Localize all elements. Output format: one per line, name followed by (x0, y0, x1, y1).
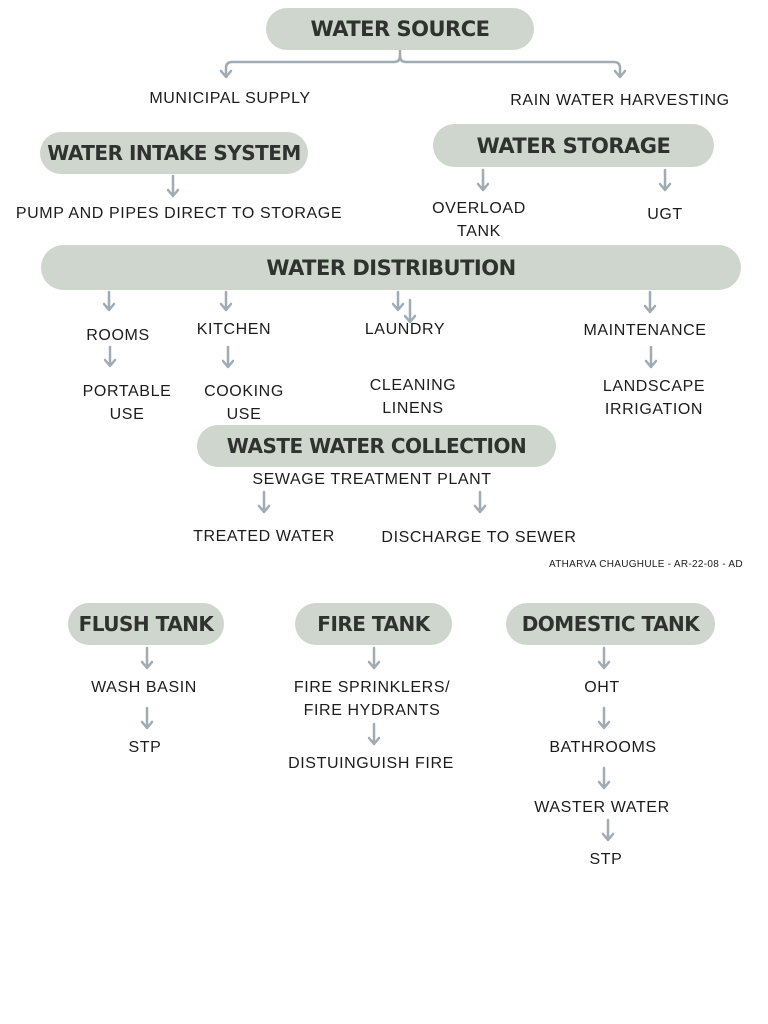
arrow (597, 766, 611, 790)
domestic-stp-label: STP (589, 851, 623, 868)
oht-label: OHT (584, 679, 620, 696)
landscape-irrigation-label: LANDSCAPE IRRIGATION (602, 378, 706, 418)
arrow (391, 290, 405, 312)
water-intake-system-node: WATER INTAKE SYSTEM (40, 132, 308, 174)
arrow (473, 490, 487, 514)
arrow (597, 646, 611, 670)
domestic-tank-node: DOMESTIC TANK (506, 603, 715, 645)
arrow (219, 290, 233, 312)
branch-connector (398, 54, 622, 78)
arrow (643, 290, 657, 314)
sewage-treatment-plant-label: SEWAGE TREATMENT PLANT (252, 471, 492, 488)
water-distribution-node: WATER DISTRIBUTION (41, 245, 741, 290)
water-source-node: WATER SOURCE (266, 8, 534, 50)
arrow (476, 168, 490, 192)
cooking-use-label: COOKING USE (204, 383, 284, 423)
overload-tank-label: OVERLOAD TANK (432, 200, 526, 240)
author-credit: ATHARVA CHAUGHULE - AR-22-08 - AD (549, 559, 743, 570)
flush-stp-label: STP (128, 739, 162, 756)
arrow (597, 706, 611, 730)
laundry-label: LAUNDRY (364, 321, 446, 338)
distinguish-fire-label: DISTUINGUISH FIRE (288, 755, 454, 772)
arrow (102, 290, 116, 312)
arrow (658, 168, 672, 192)
municipal-supply-label: MUNICIPAL SUPPLY (149, 90, 311, 107)
cleaning-linens-label: CLEANING LINENS (369, 377, 457, 417)
arrow (367, 722, 381, 746)
arrow (221, 345, 235, 369)
arrow-head (613, 69, 627, 79)
arrow (403, 298, 417, 324)
branch-connector (224, 48, 402, 78)
water-storage-node: WATER STORAGE (433, 124, 714, 167)
fire-tank-node: FIRE TANK (295, 603, 452, 645)
waste-water-collection-node: WASTE WATER COLLECTION (197, 425, 556, 467)
rooms-label: ROOMS (86, 327, 150, 344)
arrow (367, 646, 381, 670)
waster-water-label: WASTER WATER (534, 799, 670, 816)
fire-sprinklers-label: FIRE SPRINKLERS/ FIRE HYDRANTS (293, 679, 451, 719)
flush-tank-node: FLUSH TANK (68, 603, 224, 645)
portable-use-label: PORTABLE USE (82, 383, 172, 423)
kitchen-label: KITCHEN (196, 321, 272, 338)
arrow-head (219, 69, 233, 79)
wash-basin-label: WASH BASIN (91, 679, 197, 696)
arrow (140, 646, 154, 670)
treated-water-label: TREATED WATER (193, 528, 335, 545)
pump-pipes-label: PUMP AND PIPES DIRECT TO STORAGE (15, 205, 343, 222)
ugt-label: UGT (647, 206, 683, 223)
arrow (644, 345, 658, 369)
maintenance-label: MAINTENANCE (583, 322, 707, 339)
rain-water-harvesting-label: RAIN WATER HARVESTING (510, 92, 730, 109)
arrow (103, 345, 117, 368)
arrow (601, 818, 615, 842)
bathrooms-label: BATHROOMS (549, 739, 657, 756)
discharge-to-sewer-label: DISCHARGE TO SEWER (381, 529, 577, 546)
arrow (166, 174, 180, 198)
arrow (257, 490, 271, 514)
arrow (140, 706, 154, 730)
